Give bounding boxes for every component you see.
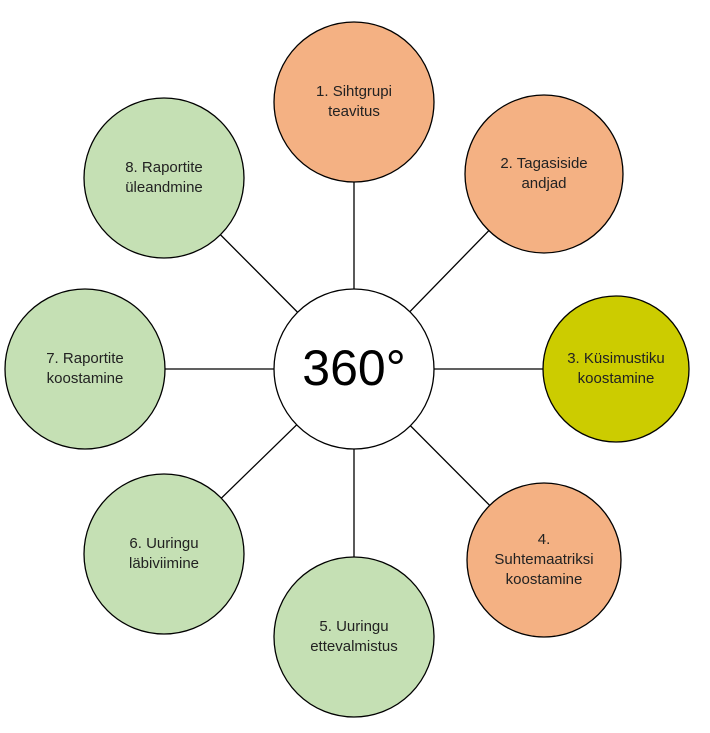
step-node-8: [83, 97, 245, 259]
step-label-4: 4. Suhtemaatriksi koostamine: [494, 530, 594, 589]
step-node-3: [542, 295, 690, 443]
step-label-6: 6. Uuringu läbiviimine: [128, 534, 200, 572]
step-node-4: [466, 482, 622, 638]
step-label-5: 5. Uuringu ettevalmistus: [310, 617, 398, 655]
step-label-8: 8. Raportite üleandmine: [125, 158, 203, 196]
center-node: [273, 288, 435, 450]
step-label-2: 2. Tagasiside andjad: [500, 154, 588, 192]
step-label-3: 3. Küsimustiku koostamine: [567, 349, 665, 387]
step-node-1: [273, 21, 435, 183]
step-label-7: 7. Raportite koostamine: [46, 349, 124, 387]
step-node-5: [273, 556, 435, 718]
step-node-7: [4, 288, 166, 450]
step-node-6: [83, 473, 245, 635]
step-node-2: [464, 94, 624, 254]
step-label-1: 1. Sihtgrupi teavitus: [316, 82, 392, 120]
center-label: 360°: [302, 340, 406, 397]
